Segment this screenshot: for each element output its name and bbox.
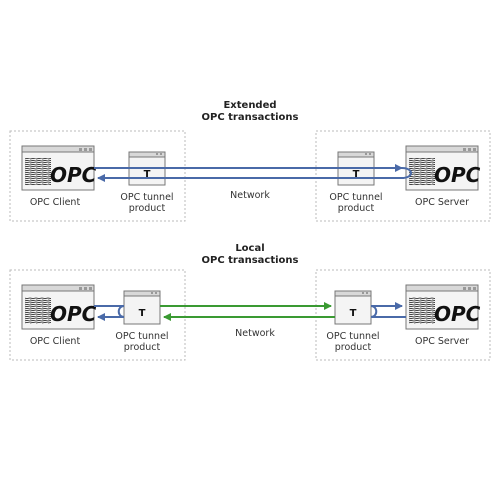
top-section: OPC T T OPC [9,130,491,222]
bottom-section-title: Local OPC transactions [0,243,500,267]
top-tunnel-left-label: OPC tunnel product [97,192,197,214]
top-server-label: OPC Server [414,197,469,208]
top-tunnel-left-label-line2: product [128,203,166,214]
opc-logo-stripes [25,158,51,185]
bottom-network-arrows [160,302,335,321]
top-tunnel-right-label: OPC tunnel product [306,192,406,214]
top-tunnel-right-glyph: T [353,169,360,180]
top-server-loop [401,167,412,179]
bottom-tunnel-right-label-line1: OPC tunnel [326,331,380,342]
top-network-label: Network [230,190,270,201]
bottom-network-label: Network [235,328,275,339]
top-client-label: OPC Client [29,197,81,208]
top-client-logo: OPC [50,163,97,187]
bottom-tunnel-left-label-line2: product [123,342,161,353]
bottom-tunnel-left-label: OPC tunnel product [92,331,192,353]
top-section-title: Extended OPC transactions [0,100,500,124]
top-title-line1: Extended [223,100,277,111]
bottom-server-local-arrows [370,302,406,318]
bottom-tunnel-right-window: T [334,290,372,325]
bottom-section: OPC T T OPC [9,269,491,361]
opc-logo-stripes [25,297,51,324]
bottom-tunnel-right-glyph: T [350,308,357,319]
top-title-line2: OPC transactions [201,112,299,123]
bottom-tunnel-right-label-line2: product [334,342,372,353]
bottom-title-line1: Local [235,243,265,254]
bottom-server-logo: OPC [434,302,481,326]
bottom-tunnel-left-label-line1: OPC tunnel [115,331,169,342]
top-tunnel-right-label-line2: product [337,203,375,214]
top-tunnel-left-label-line1: OPC tunnel [120,192,174,203]
bottom-right-tunnel-loop [370,305,378,318]
top-client-window: OPC [21,145,97,191]
bottom-server-label: OPC Server [414,336,469,347]
bottom-tunnel-left-glyph: T [139,308,146,319]
bottom-client-label: OPC Client [29,336,81,347]
bottom-client-logo: OPC [50,302,97,326]
top-server-logo: OPC [434,163,481,187]
bottom-left-tunnel-loop [117,305,125,318]
bottom-left-container [9,269,186,361]
bottom-server-window: OPC [405,284,481,330]
opc-logo-stripes [409,158,435,185]
top-server-window: OPC [405,145,481,191]
top-tunnel-left-glyph: T [144,169,151,180]
bottom-title-line2: OPC transactions [201,255,299,266]
bottom-client-window: OPC [21,284,97,330]
top-left-container [9,130,186,222]
opc-logo-stripes [409,297,435,324]
bottom-client-local-arrows [94,305,125,321]
bottom-tunnel-right-label: OPC tunnel product [303,331,403,353]
bottom-tunnel-left-window: T [123,290,161,325]
top-arrows [94,164,412,182]
top-tunnel-right-label-line1: OPC tunnel [329,192,383,203]
